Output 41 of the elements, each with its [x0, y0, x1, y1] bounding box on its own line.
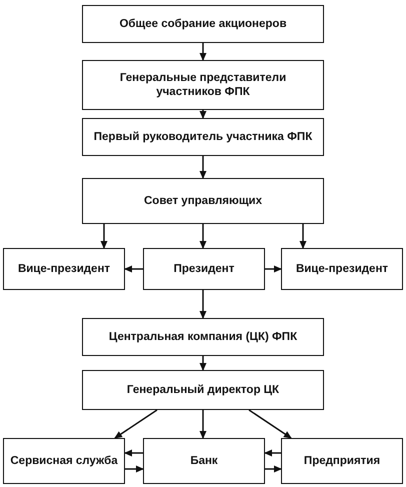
arrow: [248, 409, 292, 439]
arrow: [264, 450, 281, 456]
org-unit-box: [82, 5, 324, 43]
arrow: [125, 466, 144, 472]
unit-name: Банк: [189, 454, 219, 468]
arrow: [200, 410, 206, 439]
org-unit-box: [82, 370, 324, 410]
arrow: [114, 409, 158, 439]
arrow: [200, 224, 206, 249]
arrow: [200, 43, 206, 61]
unit-name: Президент: [172, 262, 236, 276]
org-unit-box: [82, 60, 324, 110]
org-unit-box: [3, 248, 125, 290]
arrow: [124, 266, 143, 272]
unit-name: Предприятия: [302, 454, 382, 468]
arrow: [265, 266, 282, 272]
arrow: [200, 156, 206, 179]
arrow: [300, 224, 306, 249]
arrow: [200, 110, 206, 119]
org-unit-box: [143, 438, 265, 484]
unit-name: Генеральный директор ЦК: [126, 382, 280, 398]
arrow: [124, 450, 143, 456]
unit-name: Вице-президент: [16, 262, 112, 276]
org-unit-box: [82, 178, 324, 224]
arrow: [200, 356, 206, 371]
unit-name: Вице-президент: [294, 262, 390, 276]
arrow: [265, 466, 282, 472]
unit-name: Центральная компания (ЦК) ФПК: [108, 330, 298, 344]
arrow: [200, 290, 206, 319]
org-unit-box: [82, 318, 324, 356]
org-unit-box: [82, 118, 324, 156]
arrow: [100, 224, 108, 249]
org-unit-box: [281, 248, 403, 290]
unit-name: Совет управляющих: [142, 194, 263, 208]
unit-name: Первый руководитель участника ФПК: [92, 130, 314, 144]
org-unit-box: [3, 438, 125, 484]
org-unit-box: [143, 248, 265, 290]
unit-name: Сервисная служба: [9, 454, 119, 468]
unit-name: Генеральные представители участников ФПК: [118, 70, 288, 100]
unit-name: Общее собрание акционеров: [118, 16, 288, 32]
org-unit-box: [281, 438, 403, 484]
